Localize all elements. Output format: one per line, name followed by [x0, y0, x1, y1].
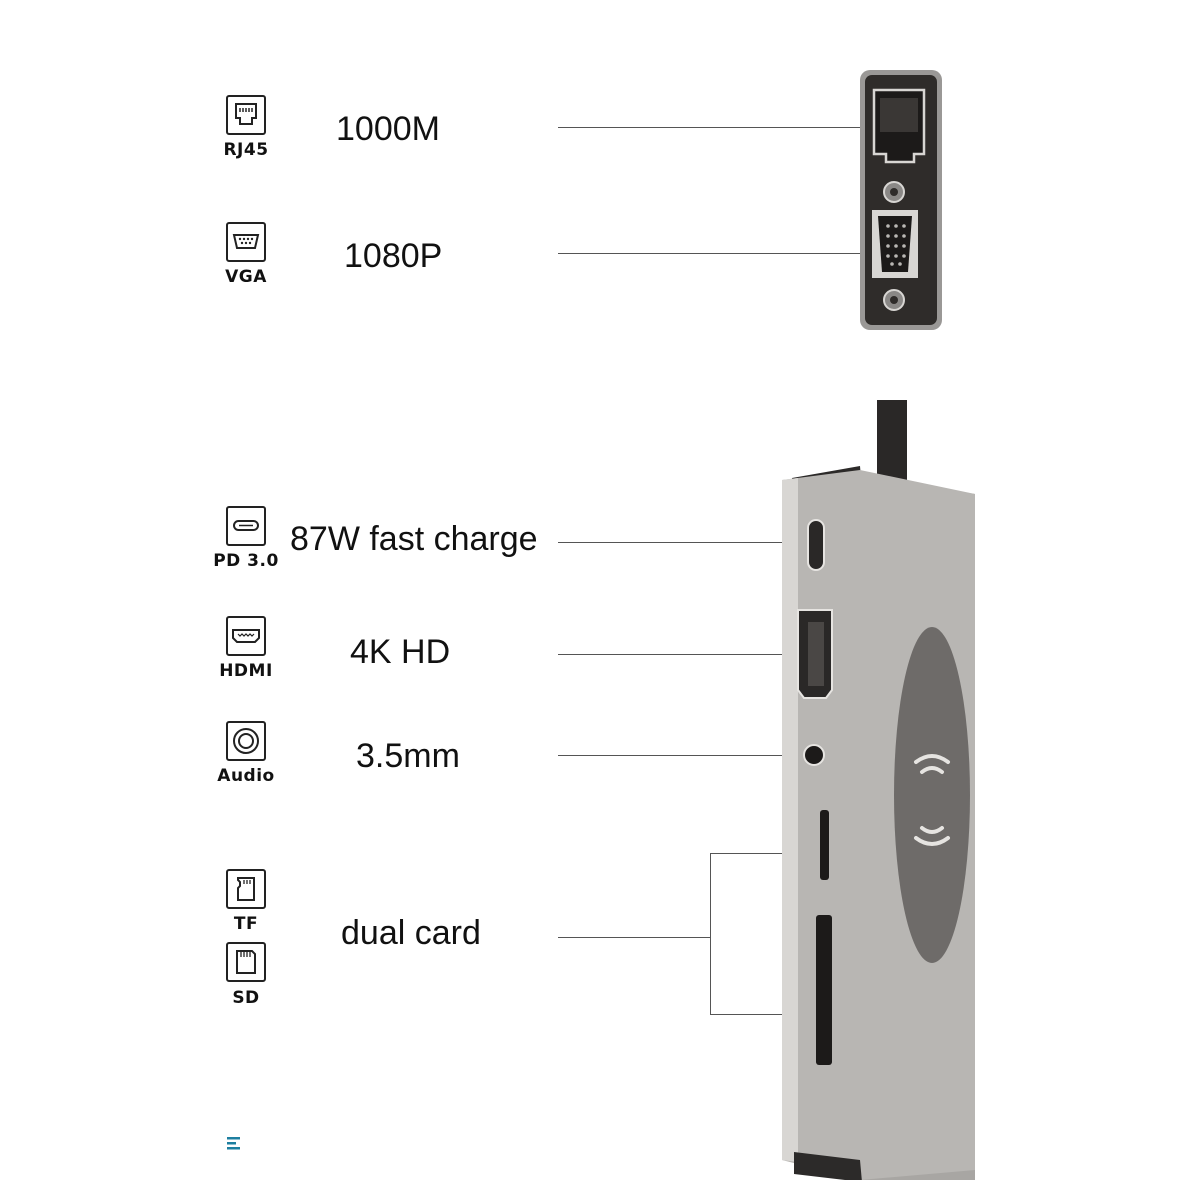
- card-callout-line: [558, 937, 711, 938]
- hdmi-callout-line: [558, 654, 794, 655]
- card-bracket-bottom: [710, 1014, 794, 1015]
- rj45-spec: 1000M: [336, 110, 440, 148]
- pd-label: PD 3.0: [213, 551, 279, 571]
- card-bracket-vertical: [710, 853, 711, 1015]
- usb-hub-device: [782, 400, 975, 1180]
- tf-label: TF: [233, 914, 259, 934]
- sd-label: SD: [232, 988, 260, 1008]
- vga-label: VGA: [225, 267, 267, 287]
- tf-card-icon: [226, 869, 266, 909]
- card-spec: dual card: [341, 914, 481, 952]
- rj45-callout-line: [558, 127, 864, 128]
- sd-card-icon: [226, 942, 266, 982]
- rj45-port-icon: [226, 95, 266, 135]
- hdmi-spec: 4K HD: [350, 633, 451, 671]
- audio-callout-line: [558, 755, 794, 756]
- vga-spec: 1080P: [344, 237, 443, 275]
- audio-label: Audio: [217, 766, 275, 786]
- audio-jack-icon: [226, 721, 266, 761]
- audio-spec: 3.5mm: [356, 737, 460, 775]
- rj45-label: RJ45: [223, 140, 269, 160]
- pd-callout-line: [558, 542, 794, 543]
- rj45-vga-port-panel: [860, 70, 942, 330]
- hdmi-label: HDMI: [219, 661, 273, 681]
- card-bracket-top: [710, 853, 794, 854]
- pd-spec: 87W fast charge: [290, 520, 538, 558]
- brand-mark-icon: [226, 1135, 242, 1151]
- usb-c-port-icon: [226, 506, 266, 546]
- vga-callout-line: [558, 253, 864, 254]
- vga-port-icon: [226, 222, 266, 262]
- hdmi-port-icon: [226, 616, 266, 656]
